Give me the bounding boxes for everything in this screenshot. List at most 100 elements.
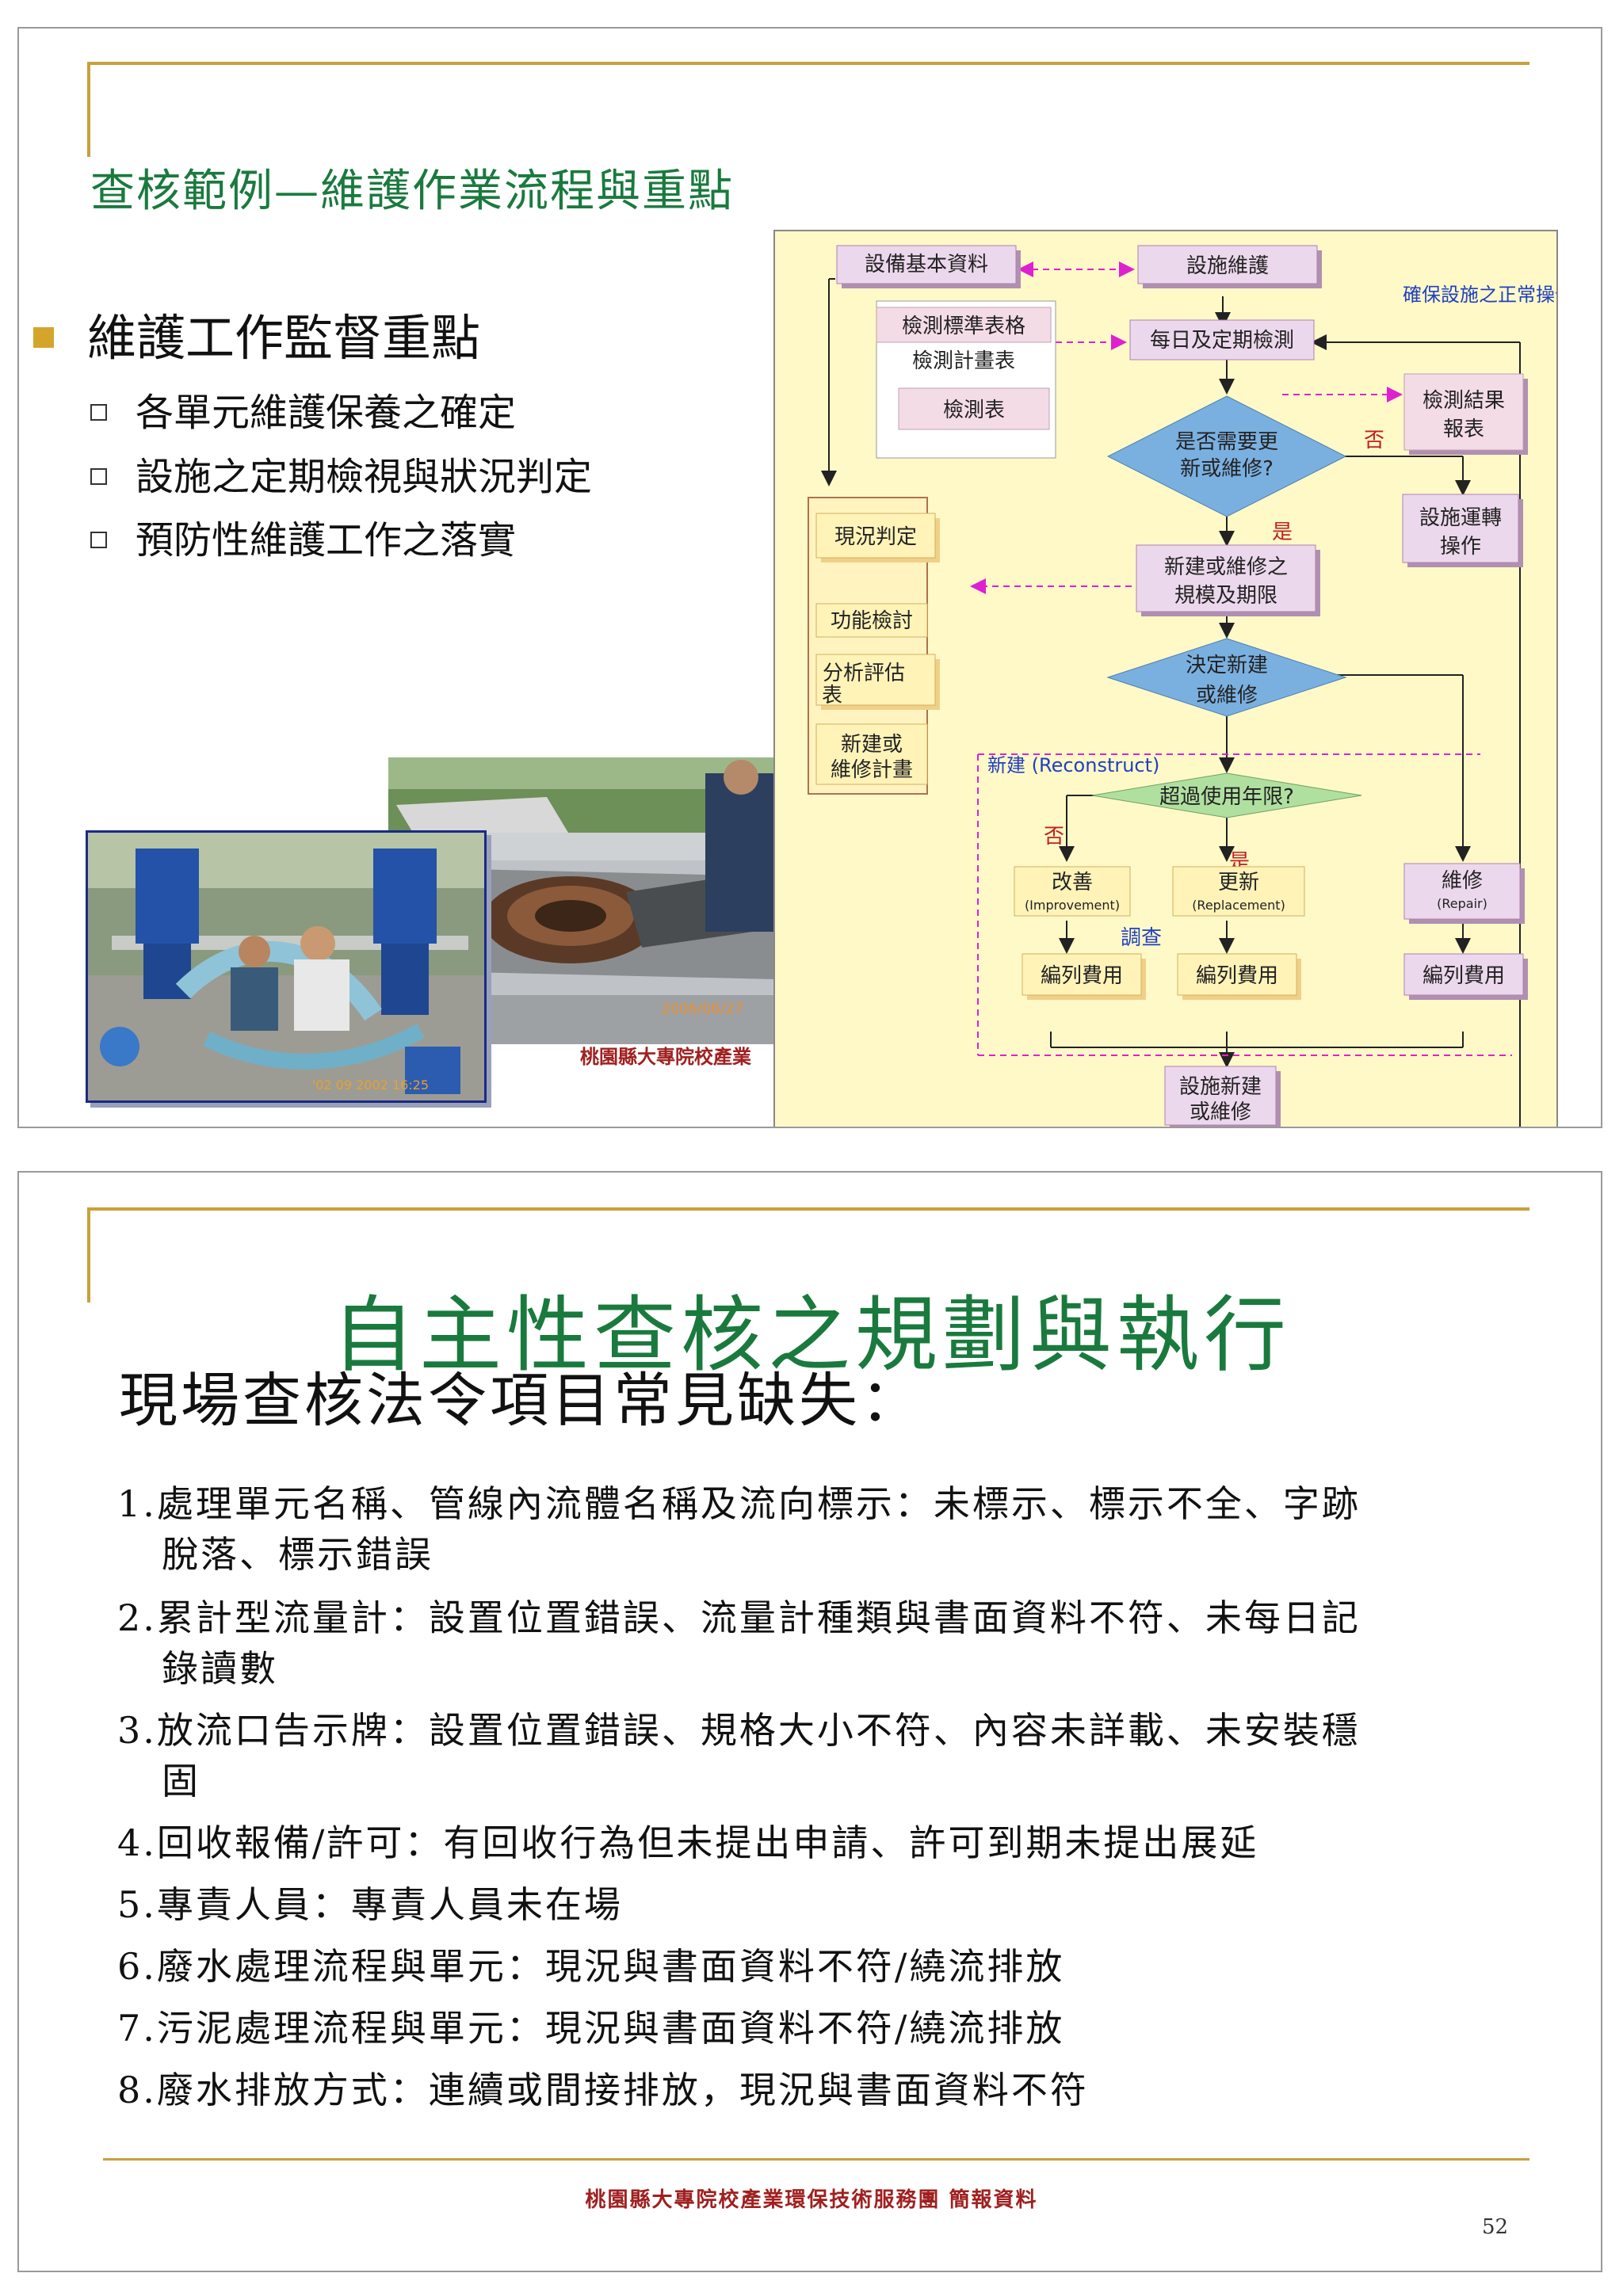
photo-truck: 2006/06/27	[388, 757, 775, 1044]
main-bullet-text: 維護工作監督重點	[87, 309, 481, 367]
flow-box-renew: 更新 (Replacement)	[1172, 866, 1305, 917]
flow-box-budget-1: 編列費用	[1022, 953, 1146, 1000]
flow-label: 現況判定	[834, 525, 917, 549]
flow-box-operation: 設施運轉 操作	[1402, 494, 1523, 567]
hollow-square-icon	[90, 532, 107, 548]
flow-label: 新或維修?	[1180, 457, 1274, 481]
list-item: 1.處理單元名稱、管線內流體名稱及流向標示：未標示、標示不全、字跡脫落、標示錯誤	[117, 1478, 1512, 1580]
flow-label: 新建或維修之	[1164, 555, 1288, 579]
photo-pumps: '02 09 2002 16:25	[86, 830, 487, 1103]
flow-box-budget-3: 編列費用	[1403, 953, 1528, 1000]
flow-box-function: 功能檢討	[815, 603, 928, 638]
decor-line-top	[87, 62, 1529, 65]
flow-label: 操作	[1440, 535, 1481, 559]
sub-bullet-text: 各單元維護保養之確定	[136, 391, 517, 435]
flow-label-no: 否	[1044, 825, 1064, 849]
flow-label-yes: 是	[1272, 521, 1293, 544]
list-item-line-2: 錄讀數	[162, 1647, 278, 1690]
decor-line-left	[87, 1207, 90, 1302]
flow-box-new-build: 設施新建 或維修	[1164, 1066, 1281, 1127]
decor-line-top	[87, 1207, 1529, 1211]
list-item-line: 4.回收報備/許可：有回收行為但未提出申請、許可到期未提出展延	[117, 1821, 1259, 1864]
slide-title: 查核範例—維護作業流程與重點	[90, 166, 734, 217]
flow-label: 編列費用	[1041, 964, 1123, 988]
slide-footer: 桃園縣大專院校產業環保技術服務團 簡報資料	[585, 2188, 1038, 2212]
flow-box-basic-data: 設備基本資料	[836, 245, 1021, 288]
list-item-line: 3.放流口告示牌：設置位置錯誤、規格大小不符、內容未詳載、未安裝穩	[117, 1709, 1361, 1752]
flow-box-forms: 檢測標準表格 檢測計畫表 檢測表	[876, 300, 1056, 459]
page-number: 52	[1482, 2215, 1509, 2239]
flow-decision-exceed: 超過使用年限?	[1091, 772, 1362, 818]
list-item: 4.回收報備/許可：有回收行為但未提出申請、許可到期未提出展延	[117, 1817, 1512, 1868]
flow-label: (Replacement)	[1192, 898, 1285, 913]
list-item-line: 5.專責人員：專責人員未在場	[117, 1883, 623, 1926]
flow-label: 檢測標準表格	[902, 315, 1025, 338]
slide-2: 自主性查核之規劃與執行 現場查核法令項目常見缺失： 1.處理單元名稱、管線內流體…	[17, 1171, 1602, 2272]
flow-box-analysis: 分析評估 表	[815, 654, 940, 710]
flow-box-maintenance: 設施維護	[1137, 245, 1322, 288]
slide-1: 查核範例—維護作業流程與重點 維護工作監督重點 各單元維護保養之確定 設施之定期…	[17, 27, 1602, 1128]
hollow-square-icon	[90, 404, 107, 421]
sub-bullet-3: 預防性維護工作之落實	[90, 509, 516, 564]
main-bullet: 維護工作監督重點	[33, 298, 480, 369]
list-item-line-2: 固	[162, 1760, 200, 1802]
flow-label: 或維修	[1190, 1100, 1251, 1124]
sub-bullet-text: 設施之定期檢視與狀況判定	[136, 455, 593, 499]
slide-subtitle: 現場查核法令項目常見缺失：	[119, 1367, 922, 1435]
sub-bullet-text: 預防性維護工作之落實	[136, 518, 517, 563]
flow-label: 維修	[1442, 869, 1483, 893]
flow-label: 是否需要更	[1175, 430, 1278, 454]
flow-box-improve: 改善 (Improvement)	[1014, 866, 1131, 917]
slide-footer-caption: 桃園縣大專院校產業	[580, 1045, 751, 1068]
flow-label: 規模及期限	[1174, 584, 1277, 608]
flow-label: 編列費用	[1196, 964, 1278, 988]
flow-label: 每日及定期檢測	[1150, 329, 1294, 353]
flow-label: 改善	[1052, 871, 1093, 894]
list-item: 7.污泥處理流程與單元：現況與書面資料不符/繞流排放	[117, 2003, 1512, 2054]
flow-note-survey: 調查	[1121, 926, 1162, 950]
list-item-line: 6.廢水處理流程與單元：現況與書面資料不符/繞流排放	[117, 1945, 1065, 1988]
flow-label: 設施運轉	[1419, 506, 1502, 530]
list-item-line: 2.累計型流量計：設置位置錯誤、流量計種類與書面資料不符、未每日記	[117, 1596, 1361, 1639]
flow-label: 檢測結果	[1423, 389, 1505, 413]
flow-decision-need: 是否需要更 新或維修?	[1106, 395, 1347, 517]
decor-line-left	[87, 62, 90, 157]
footer-divider	[103, 2158, 1529, 2161]
list-item-line: 1.處理單元名稱、管線內流體名稱及流向標示：未標示、標示不全、字跡	[117, 1482, 1361, 1525]
flow-label: 檢測表	[943, 399, 1005, 422]
list-item-line: 7.污泥處理流程與單元：現況與書面資料不符/繞流排放	[117, 2007, 1065, 2050]
flow-box-status: 現況判定	[815, 513, 940, 563]
flow-label: 新建或	[841, 733, 903, 757]
flow-label: 設施維護	[1186, 254, 1269, 278]
list-item: 2.累計型流量計：設置位置錯誤、流量計種類與書面資料不符、未每日記錄讀數	[117, 1592, 1512, 1694]
flow-decision-decide: 決定新建 或維修	[1106, 638, 1347, 717]
flow-label: 設施新建	[1179, 1075, 1262, 1099]
list-item: 8.廢水排放方式：連續或間接排放，現況與書面資料不符	[117, 2065, 1512, 2115]
list-item-line-2: 脫落、標示錯誤	[162, 1533, 433, 1576]
flow-box-result: 檢測結果 報表	[1403, 373, 1528, 455]
flow-note-ensure: 確保設施之正常操作	[1403, 284, 1558, 306]
list-item: 6.廢水處理流程與單元：現況與書面資料不符/繞流排放	[117, 1941, 1512, 1992]
flow-label-no: 否	[1364, 429, 1384, 452]
sub-bullet-1: 各單元維護保養之確定	[90, 381, 516, 437]
flow-label: 決定新建	[1186, 654, 1268, 677]
flow-label: 檢測計畫表	[912, 349, 1015, 373]
flow-box-plan: 新建或 維修計畫	[815, 723, 928, 785]
list-item: 3.放流口告示牌：設置位置錯誤、規格大小不符、內容未詳載、未安裝穩固	[117, 1705, 1512, 1806]
photo-date-stamp: '02 09 2002 16:25	[311, 1077, 429, 1093]
flow-box-daily-check: 每日及定期檢測	[1129, 319, 1315, 360]
flow-label: (Improvement)	[1025, 898, 1120, 913]
flow-note-reconstruct: 新建 (Reconstruct)	[987, 754, 1159, 776]
list-item-line: 8.廢水排放方式：連續或間接排放，現況與書面資料不符	[117, 2069, 1089, 2111]
flow-label: 分析評估	[823, 662, 905, 685]
flow-label: 維修計畫	[831, 758, 913, 782]
square-bullet-icon	[33, 326, 54, 348]
hollow-square-icon	[90, 468, 107, 485]
photo-date-stamp: 2006/06/27	[661, 1001, 743, 1017]
flow-label: (Repair)	[1437, 896, 1487, 911]
flow-label: 表	[822, 684, 842, 707]
flow-label: 更新	[1218, 871, 1259, 894]
flow-label: 編列費用	[1423, 964, 1505, 988]
flow-label: 超過使用年限?	[1159, 785, 1294, 809]
flow-box-repair: 維修 (Repair)	[1403, 863, 1525, 924]
